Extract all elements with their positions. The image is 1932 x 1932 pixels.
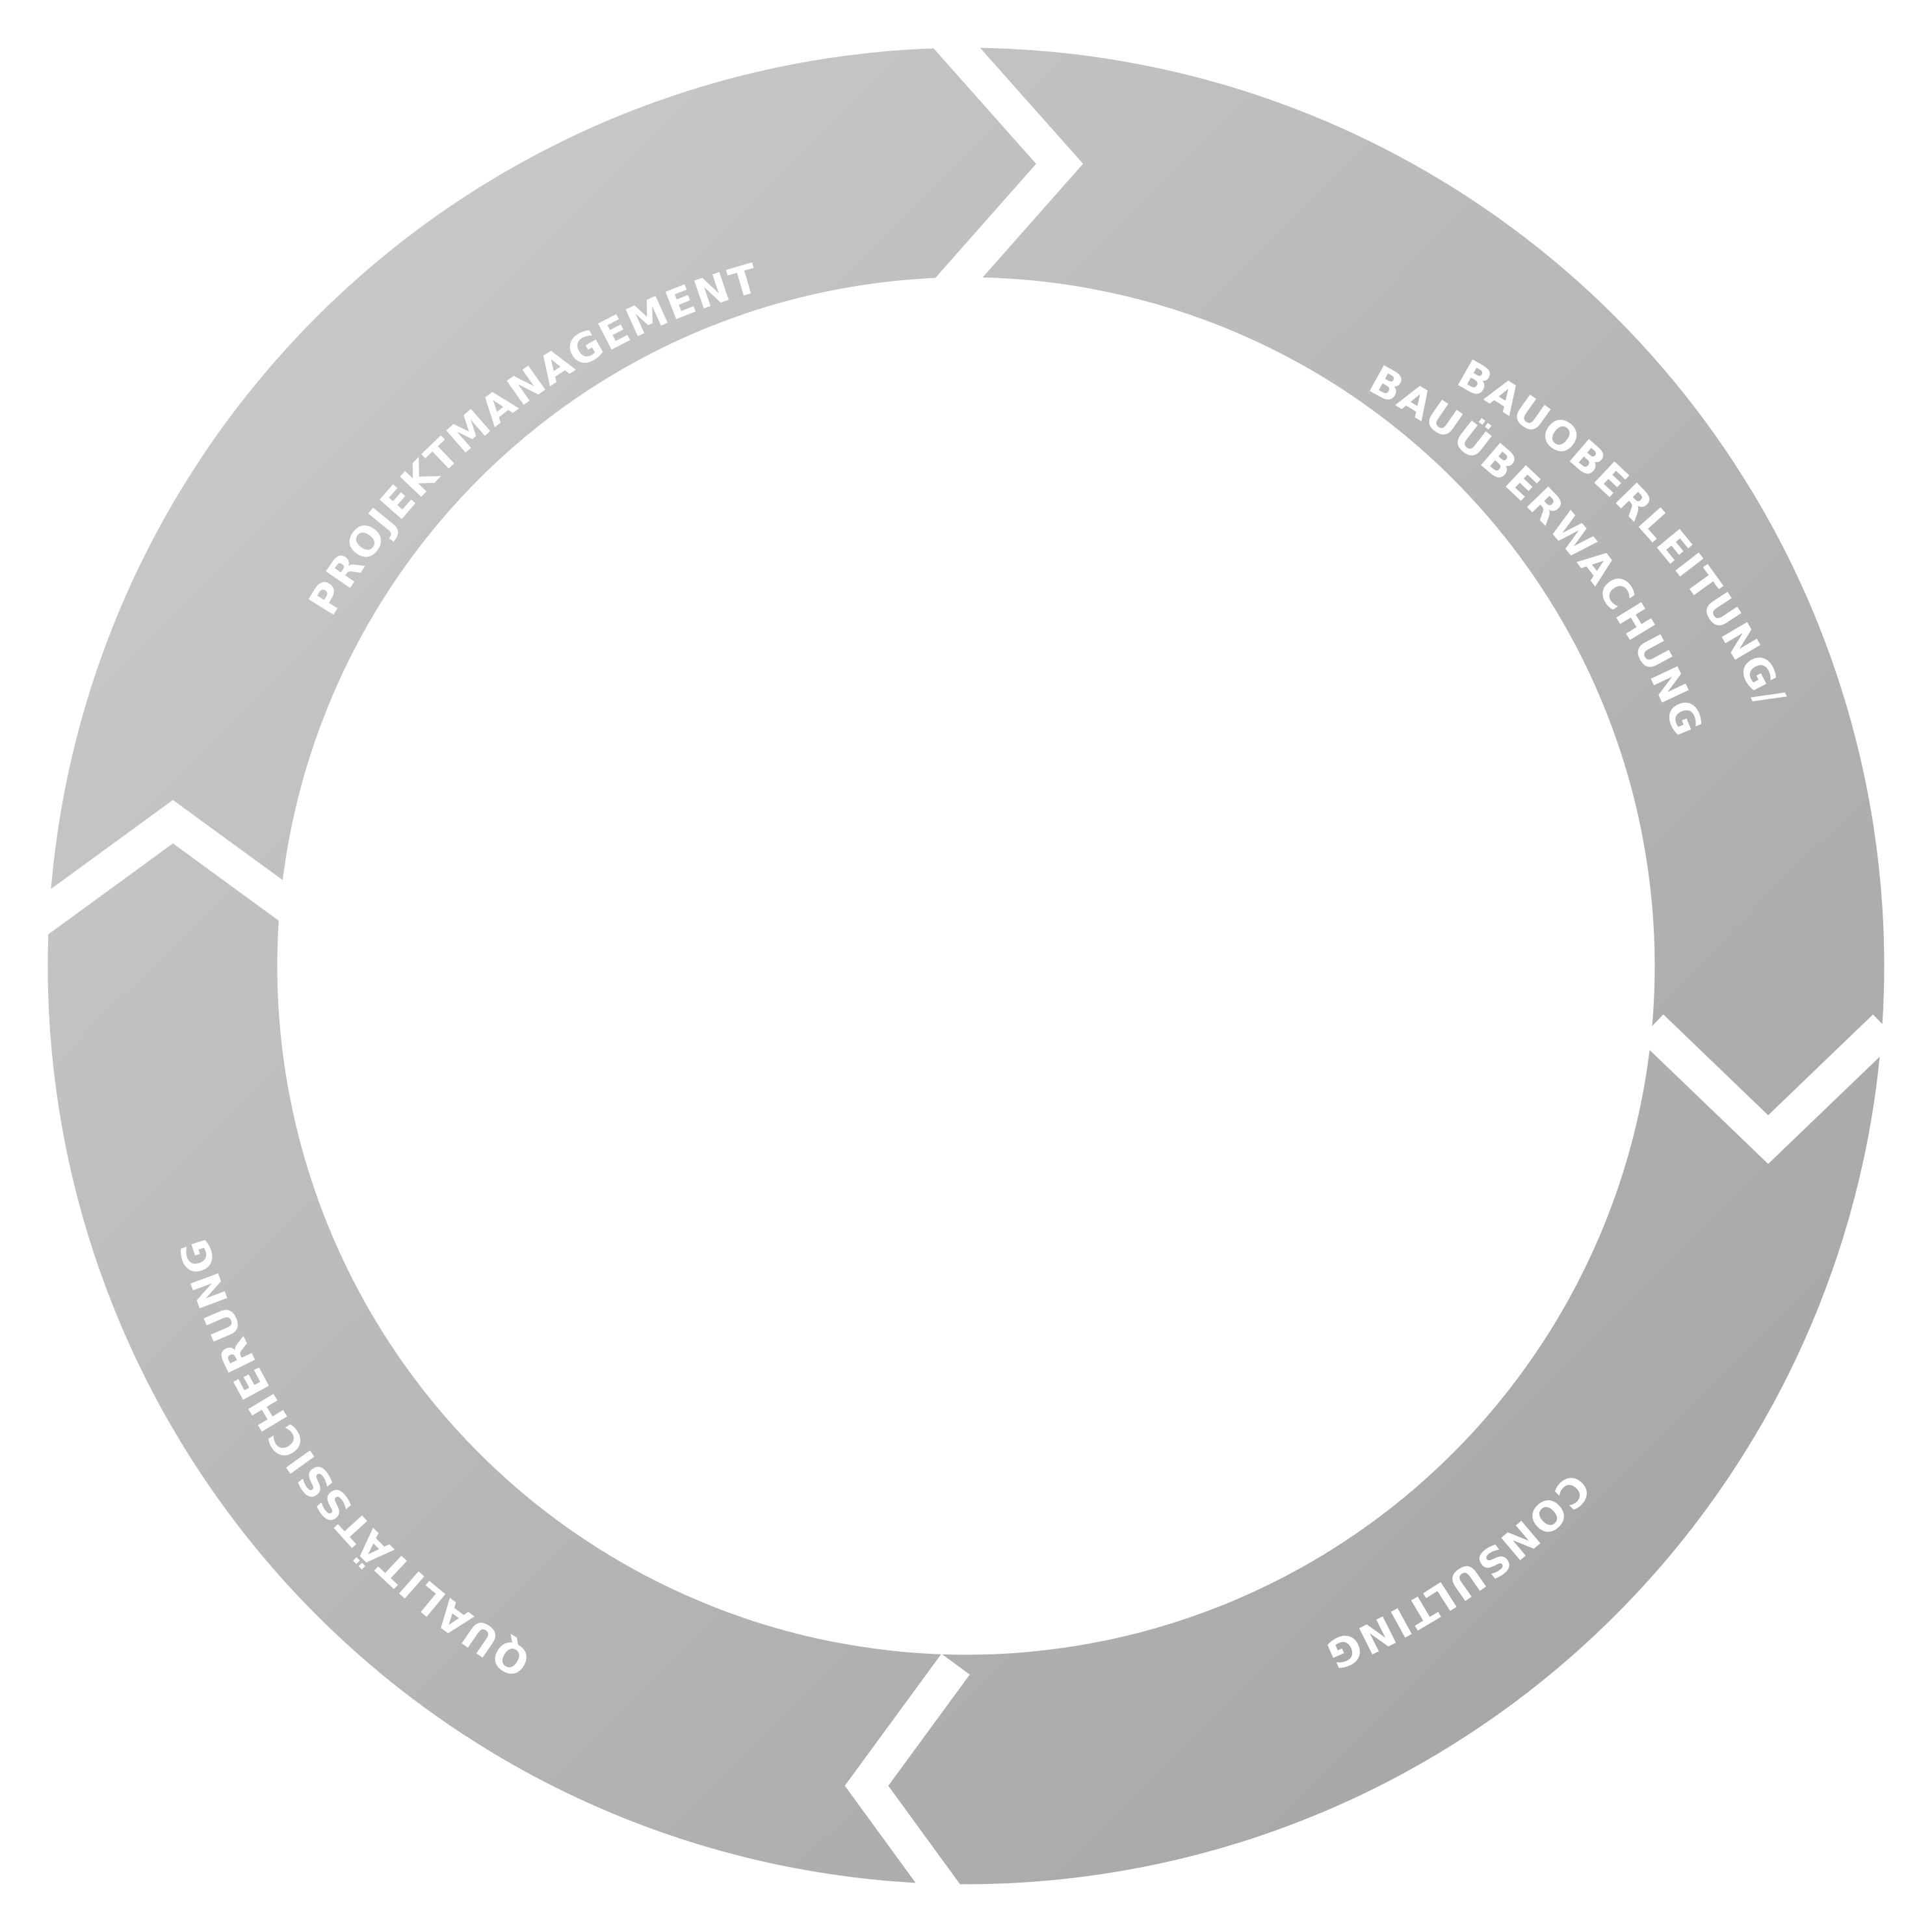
chevron-separator-bottom — [844, 1654, 970, 1918]
ring — [47, 47, 1885, 1885]
chevron-separators — [25, 24, 1898, 1918]
chevron-separator-left — [25, 800, 320, 936]
chevron-separator-top — [932, 24, 1084, 304]
chevron-separator-right — [1639, 1014, 1898, 1164]
